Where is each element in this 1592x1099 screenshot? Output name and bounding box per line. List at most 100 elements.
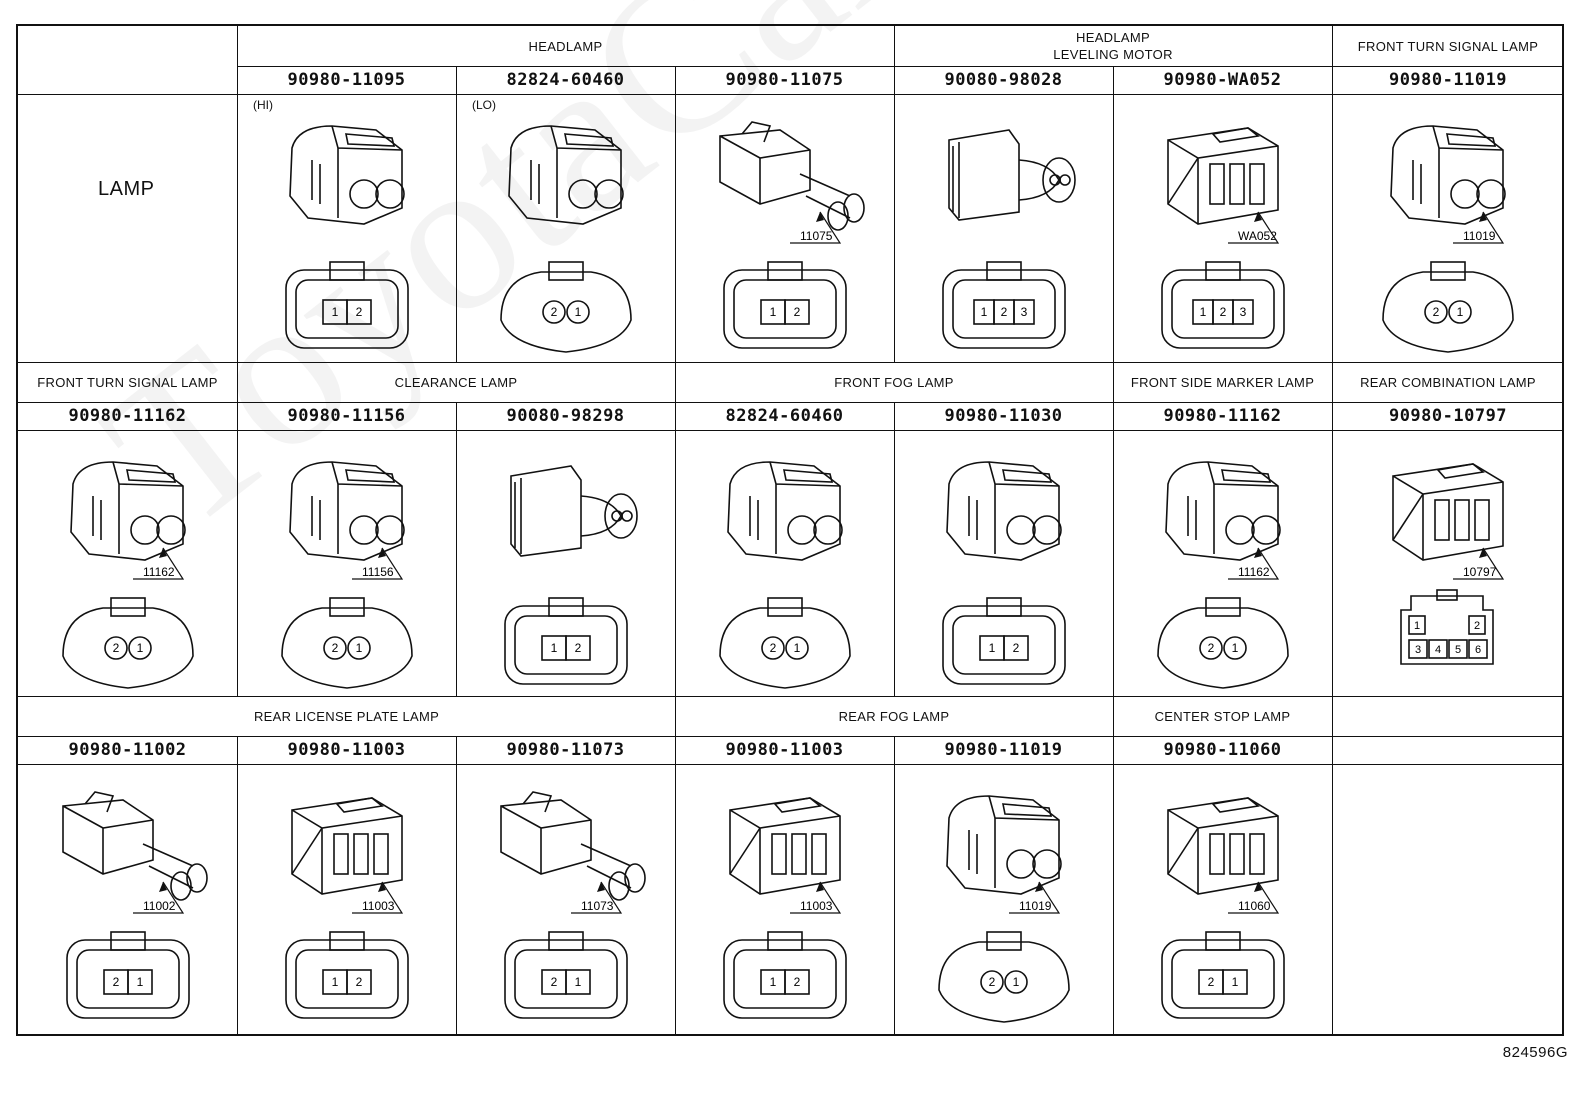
pin-number: 2: [1433, 305, 1440, 319]
callout-label: 11019: [1019, 899, 1052, 913]
pin-number: 1: [769, 975, 776, 989]
divider: [456, 402, 457, 696]
callout-label: 11073: [581, 899, 614, 913]
pin-number: 1: [988, 641, 995, 655]
group-header: HEADLAMP LEVELING MOTOR: [1053, 30, 1173, 62]
divider: [1332, 736, 1333, 1036]
callout-label: 10797: [1463, 565, 1497, 579]
part-number: 90980-11003: [287, 740, 406, 760]
divider: [675, 736, 676, 1036]
pin-number: 2: [1219, 305, 1226, 319]
divider: [237, 402, 238, 696]
part-number: 90980-11075: [725, 70, 844, 90]
divider: [894, 402, 895, 696]
pin-number: 2: [769, 641, 776, 655]
divider: [894, 736, 895, 1036]
divider: [456, 66, 457, 362]
part-number: 90980-11073: [506, 740, 625, 760]
divider: [456, 736, 457, 1036]
pin-number: 1: [1231, 975, 1238, 989]
variant-note: (HI): [253, 98, 273, 112]
callout-label: 11003: [800, 899, 833, 913]
divider: [1332, 66, 1333, 362]
corner-label: LAMP: [98, 178, 155, 200]
pin-number: 2: [1207, 641, 1214, 655]
group-header: HEADLAMP: [528, 38, 603, 54]
divider: [1332, 402, 1333, 696]
pin-number: 2: [112, 641, 119, 655]
part-number: 90980-11030: [944, 406, 1063, 426]
divider: [237, 26, 238, 362]
connector-drawing: 1 2 11075: [690, 100, 880, 358]
divider: [18, 430, 1564, 431]
pin-number: 2: [988, 975, 995, 989]
part-number: 90980-11162: [68, 406, 187, 426]
pin-number: 2: [355, 975, 362, 989]
divider: [1113, 736, 1114, 1036]
part-number: 90980-11162: [1163, 406, 1282, 426]
callout-label: 11156: [362, 565, 394, 579]
callout-label: 11019: [1463, 229, 1496, 243]
part-number: 90980-11002: [68, 740, 187, 760]
pin-number: 2: [793, 305, 800, 319]
divider: [237, 66, 1564, 67]
divider: [1113, 402, 1114, 696]
pin-number: 1: [980, 305, 987, 319]
pin-number: 1: [574, 975, 581, 989]
group-header: FRONT FOG LAMP: [834, 374, 954, 390]
divider: [18, 764, 1564, 765]
pin-number: 1: [1199, 305, 1206, 319]
pin-number: 3: [1239, 305, 1246, 319]
pin-number: 2: [331, 641, 338, 655]
pin-number: 1: [769, 305, 776, 319]
pin-number: 1: [1414, 620, 1420, 632]
group-header: FRONT TURN SIGNAL LAMP: [37, 374, 218, 390]
pin-number: 3: [1415, 644, 1421, 656]
callout-label: 11060: [1238, 899, 1271, 913]
group-header: [1332, 696, 1564, 736]
pin-number: 4: [1435, 644, 1441, 656]
callout-label: WA052: [1238, 229, 1277, 243]
connector-chart: LAMP HEADLAMP HEADLAMP LEVELING MOTOR FRONT…: [16, 24, 1564, 1036]
group-header: REAR LICENSE PLATE LAMP: [253, 708, 440, 724]
divider: [18, 696, 1564, 697]
divider: [18, 402, 1564, 403]
variant-note: (LO): [472, 98, 496, 112]
part-number: 90980-10797: [1388, 406, 1508, 426]
divider: [675, 402, 676, 696]
pin-number: 1: [136, 641, 143, 655]
divider: [18, 362, 1564, 363]
divider: [1113, 66, 1114, 362]
callout-label: 11075: [800, 229, 833, 243]
group-header: CLEARANCE LAMP: [394, 374, 518, 390]
divider: [18, 94, 1564, 95]
pin-number: 1: [574, 305, 581, 319]
connector-drawing: 2 1 11162: [33, 436, 223, 692]
callout-label: 11162: [1238, 565, 1270, 579]
part-number: [1332, 736, 1564, 764]
pin-number: 1: [355, 641, 362, 655]
pin-number: 5: [1455, 644, 1461, 656]
callout-label: 11002: [143, 899, 176, 913]
pin-number: 2: [1012, 641, 1019, 655]
divider: [237, 736, 238, 1036]
part-number: 82824-60460: [725, 406, 844, 426]
divider: [18, 736, 1564, 737]
part-number: 90080-98028: [944, 70, 1063, 90]
group-header: FRONT SIDE MARKER LAMP: [1130, 374, 1315, 390]
pin-number: 2: [112, 975, 119, 989]
callout-label: 11162: [143, 565, 175, 579]
pin-number: 1: [331, 975, 338, 989]
pin-number: 1: [1012, 975, 1019, 989]
